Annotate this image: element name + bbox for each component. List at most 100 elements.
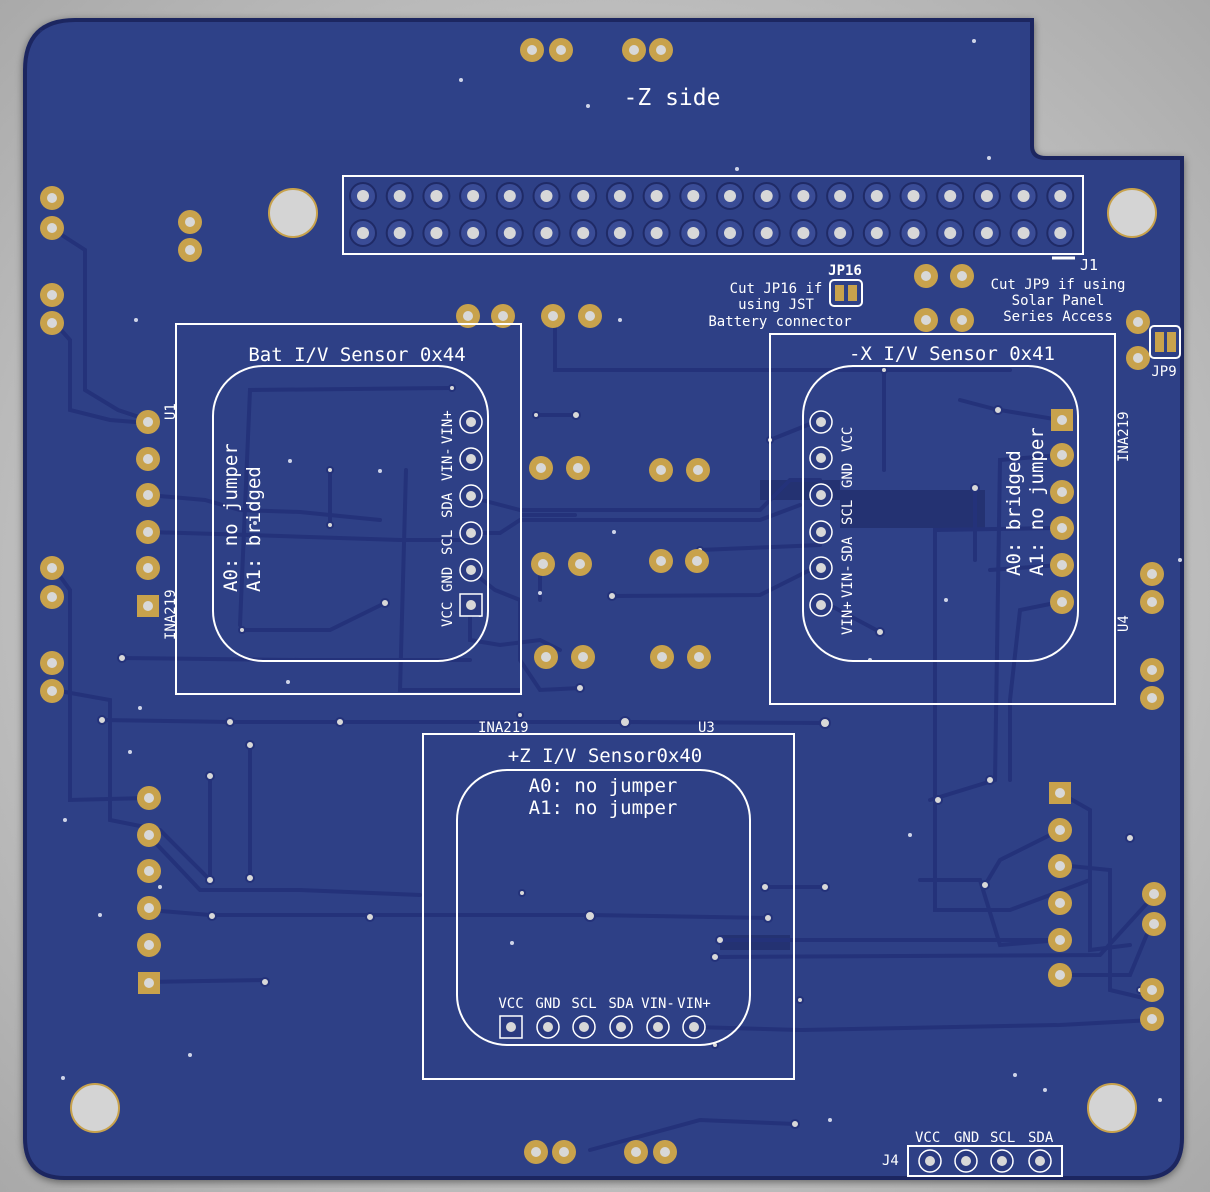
u4-header-pin[interactable] (1050, 553, 1074, 577)
solder-pad[interactable] (529, 456, 553, 480)
solder-pad[interactable] (568, 552, 592, 576)
side-header-pad[interactable] (1140, 590, 1164, 614)
header-j1-pin[interactable] (1046, 219, 1075, 247)
right-header-pin[interactable] (1048, 928, 1072, 952)
side-header-pad[interactable] (1140, 1007, 1164, 1031)
solder-pad[interactable] (622, 38, 646, 62)
header-j1-pin[interactable] (899, 182, 928, 210)
header-j1-pin[interactable] (349, 219, 377, 247)
x-sensor-pin[interactable] (809, 593, 833, 617)
z-sensor-pin[interactable] (536, 1015, 560, 1039)
connector-j4-pin[interactable] (954, 1149, 978, 1173)
left-header-pin[interactable] (137, 859, 161, 883)
x-sensor-pin[interactable] (809, 446, 833, 470)
x-sensor-pin[interactable] (809, 410, 833, 434)
header-j1-pin[interactable] (972, 219, 1001, 247)
header-j1-pin[interactable] (495, 182, 524, 210)
header-j1-pin[interactable] (826, 182, 855, 210)
header-j1-pin[interactable] (642, 219, 671, 247)
u1-header-pin[interactable] (136, 520, 160, 544)
u1-header-pin[interactable] (137, 595, 159, 617)
side-header-pad[interactable] (1140, 686, 1164, 710)
header-j1-pin[interactable] (605, 182, 634, 210)
solder-pad[interactable] (531, 552, 555, 576)
header-j1-pin[interactable] (422, 182, 451, 210)
side-header-pad[interactable] (178, 238, 202, 262)
left-header-pin[interactable] (137, 823, 161, 847)
solder-pad[interactable] (1126, 346, 1150, 370)
left-header-pin[interactable] (137, 786, 161, 810)
solder-pad[interactable] (653, 1140, 677, 1164)
header-j1-pin[interactable] (862, 182, 891, 210)
solder-pad[interactable] (549, 38, 573, 62)
side-header-pad[interactable] (1142, 912, 1166, 936)
side-header-pad[interactable] (40, 679, 64, 703)
x-sensor-pin[interactable] (809, 520, 833, 544)
header-j1-pin[interactable] (459, 219, 488, 247)
left-header-pin[interactable] (138, 972, 160, 994)
header-j1-pin[interactable] (679, 182, 708, 210)
u1-header-pin[interactable] (136, 410, 160, 434)
side-header-pad[interactable] (40, 311, 64, 335)
header-j1-pin[interactable] (532, 219, 561, 247)
header-j1-pin[interactable] (789, 219, 818, 247)
u1-header-pin[interactable] (136, 447, 160, 471)
solder-pad[interactable] (950, 308, 974, 332)
x-sensor-pin[interactable] (809, 556, 833, 580)
header-j1-pin[interactable] (349, 182, 377, 210)
side-header-pad[interactable] (178, 210, 202, 234)
header-j1-pin[interactable] (532, 182, 561, 210)
solder-pad[interactable] (686, 458, 710, 482)
solder-pad[interactable] (685, 549, 709, 573)
side-header-pad[interactable] (1142, 882, 1166, 906)
solder-pad[interactable] (624, 1140, 648, 1164)
header-j1-pin[interactable] (716, 219, 744, 247)
z-sensor-pin[interactable] (572, 1015, 596, 1039)
header-j1-pin[interactable] (752, 182, 781, 210)
side-header-pad[interactable] (40, 216, 64, 240)
solder-pad[interactable] (571, 645, 595, 669)
solder-pad[interactable] (950, 264, 974, 288)
header-j1-pin[interactable] (385, 219, 414, 247)
u1-header-pin[interactable] (136, 556, 160, 580)
side-header-pad[interactable] (1140, 658, 1164, 682)
header-j1-pin[interactable] (605, 219, 634, 247)
right-header-pin[interactable] (1048, 891, 1072, 915)
u4-header-pin[interactable] (1050, 590, 1074, 614)
header-j1-pin[interactable] (752, 219, 781, 247)
bat-sensor-pin[interactable] (459, 484, 483, 508)
header-j1-pin[interactable] (972, 182, 1001, 210)
header-j1-pin[interactable] (1009, 219, 1038, 247)
left-header-pin[interactable] (137, 896, 161, 920)
u1-header-pin[interactable] (136, 483, 160, 507)
header-j1-pin[interactable] (826, 219, 855, 247)
header-j1-pin[interactable] (899, 219, 928, 247)
right-header-pin[interactable] (1048, 854, 1072, 878)
header-j1-pin[interactable] (642, 182, 671, 210)
side-header-pad[interactable] (40, 283, 64, 307)
header-j1-pin[interactable] (679, 219, 708, 247)
side-header-pad[interactable] (1140, 562, 1164, 586)
z-sensor-pin[interactable] (646, 1015, 670, 1039)
header-j1-pin[interactable] (569, 182, 598, 210)
header-j1-pin[interactable] (459, 182, 488, 210)
bat-sensor-pin[interactable] (459, 410, 483, 434)
z-sensor-pin[interactable] (682, 1015, 706, 1039)
jp9-jumper[interactable] (1155, 332, 1176, 352)
solder-pad[interactable] (914, 264, 938, 288)
left-header-pin[interactable] (137, 933, 161, 957)
solder-pad[interactable] (541, 304, 565, 328)
side-header-pad[interactable] (40, 186, 64, 210)
z-sensor-pin[interactable] (609, 1015, 633, 1039)
header-j1-pins[interactable] (349, 182, 1075, 247)
side-header-pad[interactable] (40, 556, 64, 580)
bat-sensor-pin[interactable] (459, 521, 483, 545)
solder-pad[interactable] (687, 645, 711, 669)
header-j1-pin[interactable] (862, 219, 891, 247)
side-header-pad[interactable] (1140, 978, 1164, 1002)
bat-sensor-pin[interactable] (459, 447, 483, 471)
header-j1-pin[interactable] (716, 182, 744, 210)
right-header-pin[interactable] (1048, 963, 1072, 987)
jp16-jumper[interactable] (835, 285, 857, 301)
solder-pad[interactable] (491, 304, 515, 328)
